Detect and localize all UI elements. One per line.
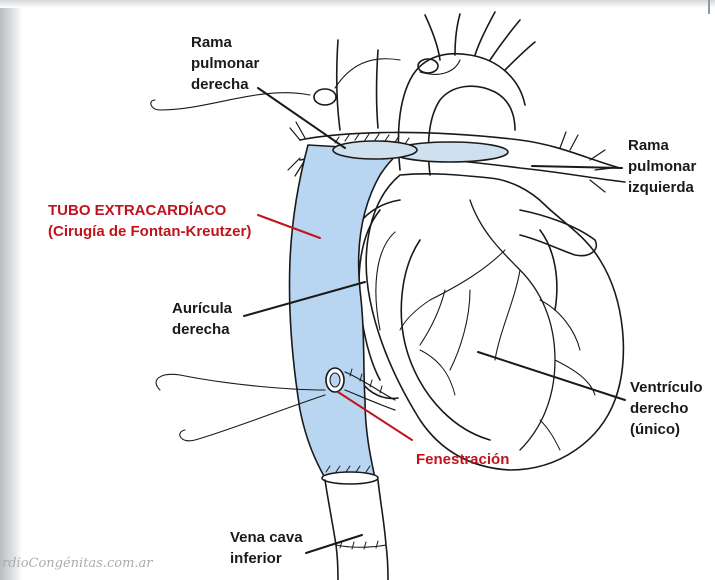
label-line: pulmonar <box>628 156 696 177</box>
label-auricula-derecha: Aurícula derecha <box>172 298 232 340</box>
label-rama-pulmonar-izquierda: Rama pulmonar izquierda <box>628 135 696 198</box>
label-line: Aurícula <box>172 298 232 319</box>
label-line: TUBO EXTRACARDÍACO <box>48 200 251 221</box>
label-line: Fenestración <box>416 449 509 470</box>
label-line: Rama <box>191 32 259 53</box>
label-line: Vena cava <box>230 527 303 548</box>
label-line: Ventrículo <box>630 377 703 398</box>
site-watermark: rdioCongénitas.com.ar <box>2 556 153 571</box>
label-line: derecha <box>191 74 259 95</box>
label-vena-cava-inferior: Vena cava inferior <box>230 527 303 569</box>
leader-rama-izquierda <box>532 166 622 168</box>
label-line: izquierda <box>628 177 696 198</box>
label-ventriculo-derecho: Ventrículo derecho (único) <box>630 377 703 440</box>
label-tubo-extracardiaco: TUBO EXTRACARDÍACO (Cirugía de Fontan-Kr… <box>48 200 251 242</box>
label-line: (único) <box>630 419 703 440</box>
label-line: Rama <box>628 135 696 156</box>
label-line: pulmonar <box>191 53 259 74</box>
heart-body <box>344 174 624 470</box>
label-line: derecho <box>630 398 703 419</box>
label-rama-pulmonar-derecha: Rama pulmonar derecha <box>191 32 259 95</box>
label-line: derecha <box>172 319 232 340</box>
inferior-vena-cava <box>325 480 388 580</box>
label-fenestracion: Fenestración <box>416 449 509 470</box>
label-line: (Cirugía de Fontan-Kreutzer) <box>48 221 251 242</box>
label-line: inferior <box>230 548 303 569</box>
